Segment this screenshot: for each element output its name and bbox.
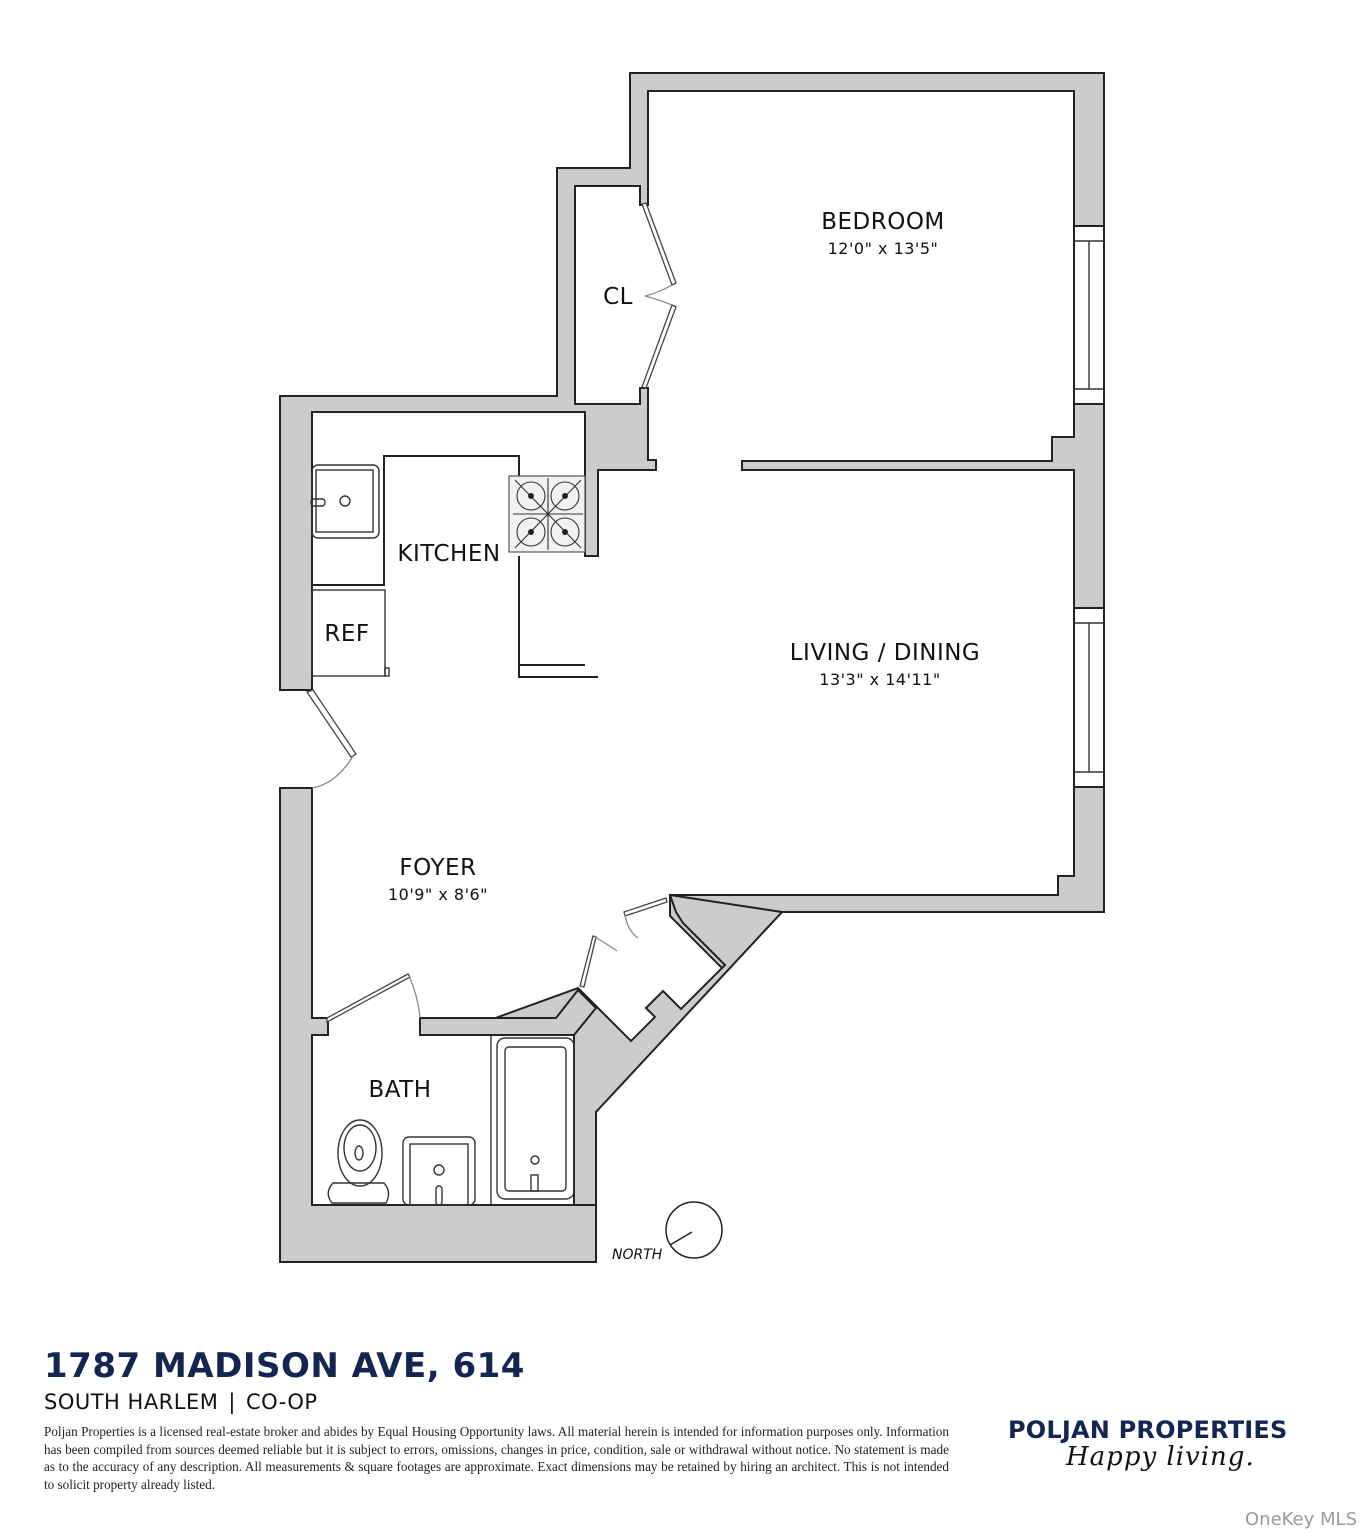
foyer-dimensions: 10'9" x 8'6": [388, 885, 488, 904]
closet-label: CL: [603, 284, 633, 310]
floor-plan: NORTH BEDROOM 12'0" x 13'5" CL KITCHEN R…: [279, 72, 1105, 1263]
living-dining-dimensions: 13'3" x 14'11": [819, 670, 940, 689]
bath-label: BATH: [368, 1077, 431, 1103]
foyer-label: FOYER: [399, 855, 476, 881]
brand-logo: POLJAN PROPERTIES Happy living.: [1008, 1416, 1318, 1472]
room-labels: BEDROOM 12'0" x 13'5" CL KITCHEN REF LIV…: [324, 209, 981, 1103]
closet-doors: [641, 202, 677, 389]
listing-address: 1787 MADISON AVE, 614: [44, 1346, 525, 1386]
kitchen-fixtures: [310, 455, 598, 678]
north-label: NORTH: [612, 1247, 663, 1263]
disclaimer: Poljan Properties is a licensed real-est…: [44, 1424, 949, 1492]
neighborhood: SOUTH HARLEM: [44, 1390, 219, 1414]
bath-fixtures: [327, 1035, 575, 1206]
brand-tagline: Happy living.: [1066, 1442, 1255, 1472]
hall-closet-doors: [579, 897, 668, 988]
entry-door: [305, 689, 357, 789]
brand-name: POLJAN PROPERTIES: [1008, 1416, 1288, 1444]
living-dining-label: LIVING / DINING: [790, 640, 981, 666]
north-compass: NORTH: [612, 1201, 723, 1263]
walls: [279, 72, 1105, 1263]
property-type: CO-OP: [245, 1390, 318, 1414]
bath-door: [326, 973, 421, 1024]
bedroom-label: BEDROOM: [821, 209, 945, 235]
ref-label: REF: [324, 621, 369, 647]
listing-subtitle: SOUTH HARLEM | CO-OP: [44, 1390, 318, 1414]
mls-watermark: OneKey MLS: [1245, 1509, 1357, 1530]
separator: |: [228, 1390, 236, 1414]
kitchen-label: KITCHEN: [397, 541, 500, 567]
windows: [1073, 225, 1105, 788]
bedroom-dimensions: 12'0" x 13'5": [828, 239, 939, 258]
